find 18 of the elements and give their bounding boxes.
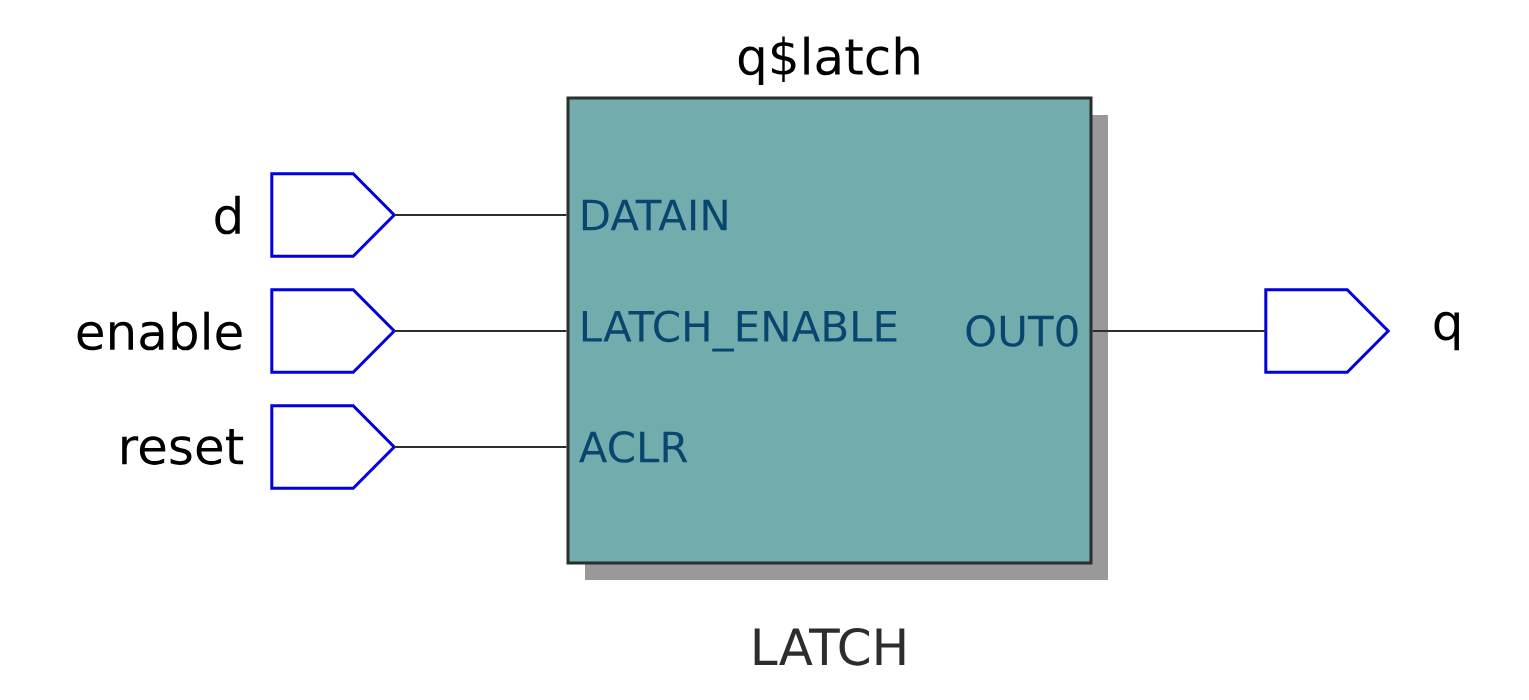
port-pin: d — [215, 172, 397, 258]
port-label: OUT0 — [966, 315, 1078, 347]
port-pin: reset — [122, 404, 397, 490]
port-label: ACLR — [579, 431, 688, 463]
wire — [393, 446, 568, 448]
node-label: d — [215, 195, 240, 235]
node-label: enable — [77, 311, 242, 351]
port-label: LATCH_ENABLE — [582, 310, 897, 352]
node-label: q$latch — [738, 36, 919, 85]
port-pin: enable — [77, 288, 397, 374]
wire — [1091, 330, 1267, 332]
port-label: DATAIN — [582, 199, 727, 231]
node-label: LATCH — [754, 627, 905, 666]
node-label: q — [1434, 311, 1459, 351]
port-pin: q — [1264, 288, 1459, 374]
wire — [393, 330, 568, 332]
wire — [393, 214, 568, 216]
node-label: reset — [122, 429, 244, 465]
